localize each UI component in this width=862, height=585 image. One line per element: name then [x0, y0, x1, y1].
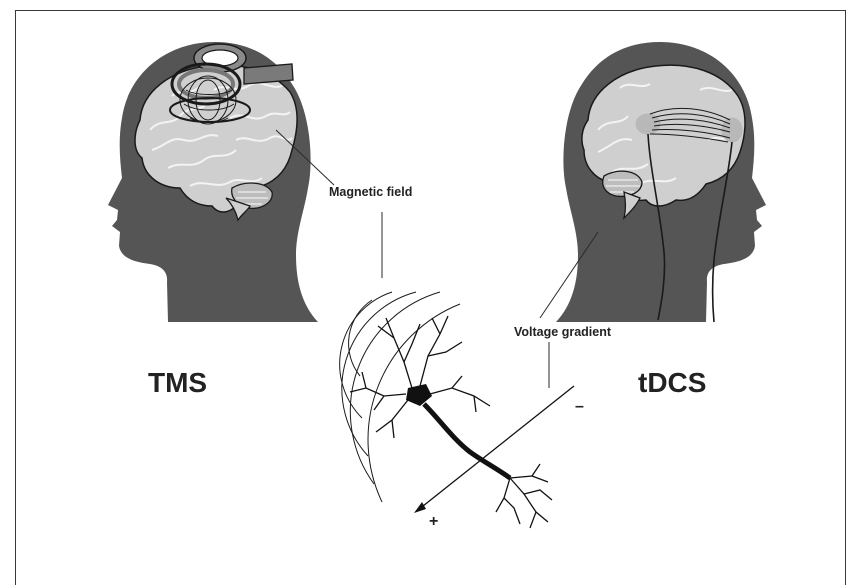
- tms-coil-handle: [244, 64, 293, 84]
- magnetic-field-arcs: [340, 292, 460, 502]
- tdcs-title: tDCS: [638, 367, 706, 398]
- voltage-gradient-arrow: [414, 386, 574, 513]
- magnetic-field-label: Magnetic field: [329, 185, 412, 199]
- tdcs-cerebellum: [603, 171, 642, 196]
- connector-lines: [276, 130, 598, 388]
- neuron-soma: [406, 384, 432, 406]
- neuron: [350, 316, 552, 528]
- voltage-gradient-label: Voltage gradient: [514, 325, 612, 339]
- cathode-minus-sign: –: [575, 398, 584, 415]
- neuron-axon: [424, 404, 510, 478]
- tms-title: TMS: [148, 367, 207, 398]
- anode-plus-sign: +: [429, 513, 438, 530]
